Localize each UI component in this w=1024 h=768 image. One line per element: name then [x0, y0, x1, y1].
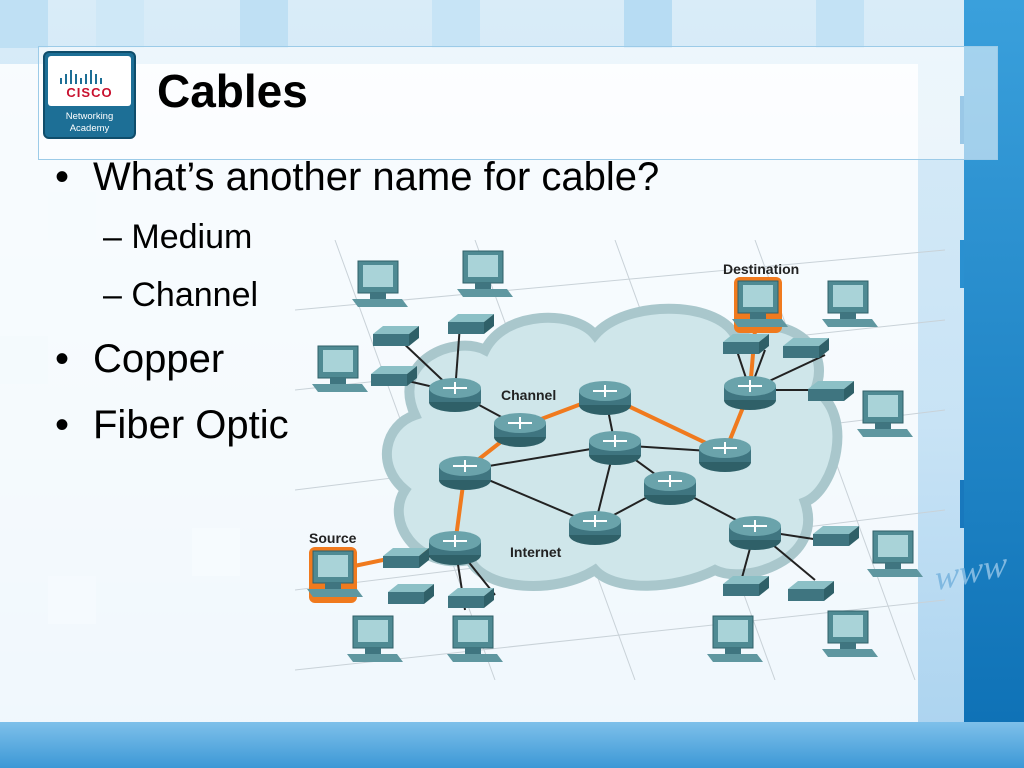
slide-title: Cables — [157, 65, 308, 117]
switch-icon — [371, 366, 417, 386]
channel-label: Channel — [501, 387, 556, 403]
logo-brand: CISCO — [66, 85, 113, 100]
switch-icon — [373, 326, 419, 346]
switch-icon — [723, 334, 769, 354]
router-icon — [728, 515, 782, 551]
router-icon — [588, 430, 642, 466]
router-icon — [643, 470, 697, 506]
destination-label: Destination — [723, 261, 799, 277]
cisco-bars-icon — [60, 66, 105, 84]
switch-icon — [788, 581, 834, 601]
switch-icon — [783, 338, 829, 358]
computer-icon — [446, 615, 504, 663]
computer-icon — [856, 390, 914, 438]
router-icon — [568, 510, 622, 546]
destination-computer-icon — [732, 277, 788, 333]
computer-icon — [346, 615, 404, 663]
computer-icon — [821, 610, 879, 658]
router-icon — [428, 530, 482, 566]
router-icon — [698, 437, 752, 473]
computer-icon — [456, 250, 514, 298]
cisco-logo: CISCO Networking Academy — [43, 51, 136, 139]
computer-icon — [866, 530, 924, 578]
computer-icon — [311, 345, 369, 393]
logo-subtitle: Networking Academy — [65, 111, 114, 134]
router-icon — [578, 380, 632, 416]
network-diagram: Destination Channel Source Internet — [295, 240, 945, 680]
sub-bullet-item: – Channel — [103, 276, 259, 314]
switch-icon — [383, 548, 429, 568]
internet-label: Internet — [510, 544, 562, 560]
bottom-decoration — [0, 722, 1024, 768]
source-label: Source — [309, 530, 357, 546]
router-icon — [493, 412, 547, 448]
source-computer-icon — [307, 547, 363, 603]
router-icon — [428, 377, 482, 413]
switch-icon — [448, 588, 494, 608]
computer-icon — [351, 260, 409, 308]
switch-icon — [448, 314, 494, 334]
sub-bullet-item: – Medium — [103, 218, 253, 256]
switch-icon — [808, 381, 854, 401]
title-frame — [38, 46, 998, 160]
switch-icon — [723, 576, 769, 596]
router-icon — [723, 375, 777, 411]
computer-icon — [821, 280, 879, 328]
switch-icon — [813, 526, 859, 546]
switch-icon — [388, 584, 434, 604]
router-icon — [438, 455, 492, 491]
